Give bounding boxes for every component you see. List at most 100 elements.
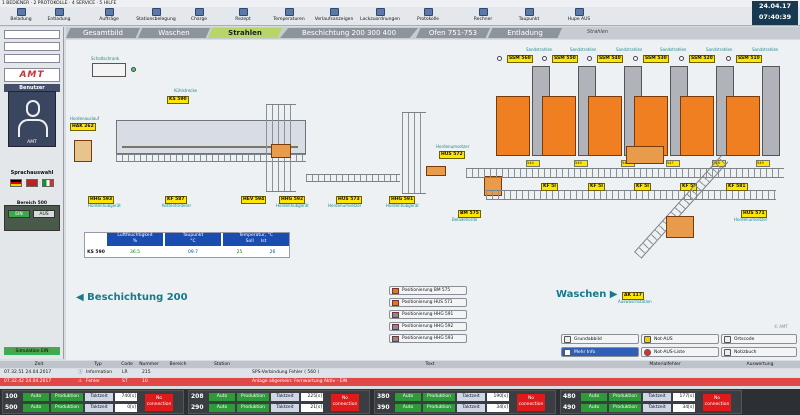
pos-hhg593-button[interactable]: Positionierung HHG 593 (389, 334, 467, 343)
toolbar-lackzuordnungen-button[interactable]: Lackzuordnungen (356, 8, 404, 25)
notizbuch-button[interactable]: Notizbuch (721, 347, 797, 357)
ssm540-machine[interactable] (588, 96, 622, 156)
pos-bm575-button[interactable]: Positionierung BM 575 (389, 286, 467, 295)
area-ein-button[interactable]: EIN (8, 210, 30, 218)
tag-ssm560[interactable]: SSM 560 (507, 55, 533, 63)
tab-entladung[interactable]: Entladung (488, 28, 562, 38)
alarm-icon (644, 349, 651, 356)
nav-beschichtung-link[interactable]: ◀ Beschichtung 200 (76, 292, 188, 303)
mehr-info-button[interactable]: Mehr Info (561, 347, 639, 357)
flag-en-icon[interactable] (26, 179, 38, 187)
tag-kf-2[interactable]: KF 5I (588, 183, 605, 191)
tag-hhg593[interactable]: HHG 593 (88, 196, 115, 204)
toolbar-charge-button[interactable]: Charge (182, 8, 216, 25)
func-label: Mehr Info (574, 350, 596, 355)
auto-status[interactable]: Auto (23, 393, 49, 401)
ssm510-machine[interactable] (726, 96, 760, 156)
tag-ak117[interactable]: AK 117 (622, 292, 644, 300)
toolbar-label: Rechner (473, 17, 493, 22)
toolbar-hupe-aus-button[interactable]: Hupe AUS (560, 8, 598, 25)
toolbar-rechner-button[interactable]: Rechner (466, 8, 500, 25)
cycle-time-label: Taktzeit (85, 393, 113, 401)
tag-hus571[interactable]: HUS 571 (741, 210, 767, 218)
tab-strahlen[interactable]: Strahlen (208, 28, 282, 38)
toolbar-temperaturen-button[interactable]: Temperaturen (268, 8, 310, 25)
ssm550-machine[interactable] (542, 96, 576, 156)
ssm520-machine[interactable] (680, 96, 714, 156)
toolbar-protokolle-button[interactable]: Protokolle (410, 8, 446, 25)
pos-hhg592-button[interactable]: Positionierung HHG 592 (389, 322, 467, 331)
toolbar-auftraege-button[interactable]: Aufträge (90, 8, 128, 25)
tag-ssm540[interactable]: SSM 540 (597, 55, 623, 63)
tag-kf587[interactable]: KF 587 (165, 196, 187, 204)
h1u: % (132, 239, 138, 244)
auto-status[interactable]: Auto (209, 404, 235, 412)
tab-gesamtbild[interactable]: Gesamtbild (66, 28, 140, 38)
flag-de-icon[interactable] (10, 179, 22, 187)
tag-hev594[interactable]: HEV 594 (241, 196, 267, 204)
toolbar-beladung-button[interactable]: Beladung (2, 8, 40, 25)
toolbar-verlaufsanzeigen-button[interactable]: Verlaufsanzeigen (312, 8, 356, 25)
left-input-1[interactable] (4, 30, 60, 39)
ssm560-machine[interactable] (496, 96, 530, 156)
hus572-carriage[interactable] (426, 166, 446, 176)
tab-ofen[interactable]: Ofen 751-753 (416, 28, 490, 38)
auto-status[interactable]: Auto (395, 404, 421, 412)
notaus-liste-button[interactable]: Not-AUS-Liste (641, 347, 719, 357)
transfer-car[interactable] (626, 146, 664, 164)
tag-ssm510[interactable]: SSM 510 (736, 55, 762, 63)
flag-it-icon[interactable] (42, 179, 54, 187)
ortscode-button[interactable]: Ortscode (721, 334, 797, 344)
schaltschrank[interactable] (92, 63, 126, 77)
protocol-icon (423, 8, 433, 16)
alarm-type: Fehler (86, 379, 100, 384)
nav-waschen-link[interactable]: Waschen ▶ (556, 289, 618, 300)
simulation-button[interactable]: Simulation EIN (4, 347, 60, 355)
tag-hhg591[interactable]: HHG 591 (389, 196, 416, 204)
hhg592-carriage[interactable] (271, 144, 291, 158)
top-menu[interactable]: 1 BEDIENER · 2 PROTOKOLLE · 4 SERVICE · … (0, 0, 800, 7)
tag-hus572[interactable]: HUS 572 (439, 151, 465, 159)
auto-status[interactable]: Auto (581, 404, 607, 412)
pos-hhg591-button[interactable]: Positionierung HHG 591 (389, 310, 467, 319)
hordenauslauf[interactable] (74, 140, 92, 162)
col-nummer: Nummer (139, 362, 159, 367)
recipe-icon (238, 8, 248, 16)
alarm-row[interactable]: 07.32.42 24.04.2017 ⚠ Fehler ST 10 Anlag… (0, 378, 800, 386)
tag-kf-3[interactable]: KF 5I (634, 183, 651, 191)
auto-status[interactable]: Auto (23, 404, 49, 412)
toolbar-rezept-button[interactable]: Rezept (226, 8, 260, 25)
tag-hhg592[interactable]: HHG 592 (279, 196, 306, 204)
tag-ssm550[interactable]: SSM 550 (552, 55, 578, 63)
alarm-row[interactable]: 07.32.51 24.04.2017 ⓘ Information LR 215… (0, 369, 800, 377)
hhg591-tower[interactable] (402, 112, 426, 194)
toolbar-stationsbelegung-button[interactable]: Stationsbelegung (130, 8, 182, 25)
toolbar-taupunkt-button[interactable]: Taupunkt (510, 8, 548, 25)
tab-waschen[interactable]: Waschen (138, 28, 210, 38)
tag-ssm530[interactable]: SSM 530 (643, 55, 669, 63)
toolbar-entladung-button[interactable]: Entladung (40, 8, 78, 25)
sandstrahlen-label-3: Sandstrahlen (616, 47, 643, 52)
amt-logo: AMT (4, 68, 60, 82)
auto-status[interactable]: Auto (209, 393, 235, 401)
user-avatar[interactable]: AMT (8, 91, 56, 147)
notaus-button[interactable]: Not-AUS (641, 334, 719, 344)
tag-bm575[interactable]: BM 575 (458, 210, 481, 218)
tag-hak262[interactable]: HAK 262 (70, 123, 96, 131)
pos-hus571-button[interactable]: Positionierung HUS 571 (389, 298, 467, 307)
ak-transfer[interactable] (666, 216, 694, 238)
tag-hus573[interactable]: HUS 573 (336, 196, 362, 204)
toolbar-label: Taupunkt (518, 17, 540, 22)
tag-kf581[interactable]: KF 581 (726, 183, 748, 191)
left-input-3[interactable] (4, 54, 60, 63)
area-aus-button[interactable]: AUS (33, 210, 55, 218)
auto-status[interactable]: Auto (581, 393, 607, 401)
tag-ssm520[interactable]: SSM 520 (689, 55, 715, 63)
alarm-number: 215 (142, 370, 151, 375)
grundbild-button[interactable]: Grundabbild (561, 334, 639, 344)
tag-kf-1[interactable]: KF 5I (541, 183, 558, 191)
left-input-2[interactable] (4, 42, 60, 51)
tab-beschichtung[interactable]: Beschichtung 200 300 400 (280, 28, 418, 38)
tag-ks590[interactable]: KS 590 (167, 96, 189, 104)
auto-status[interactable]: Auto (395, 393, 421, 401)
